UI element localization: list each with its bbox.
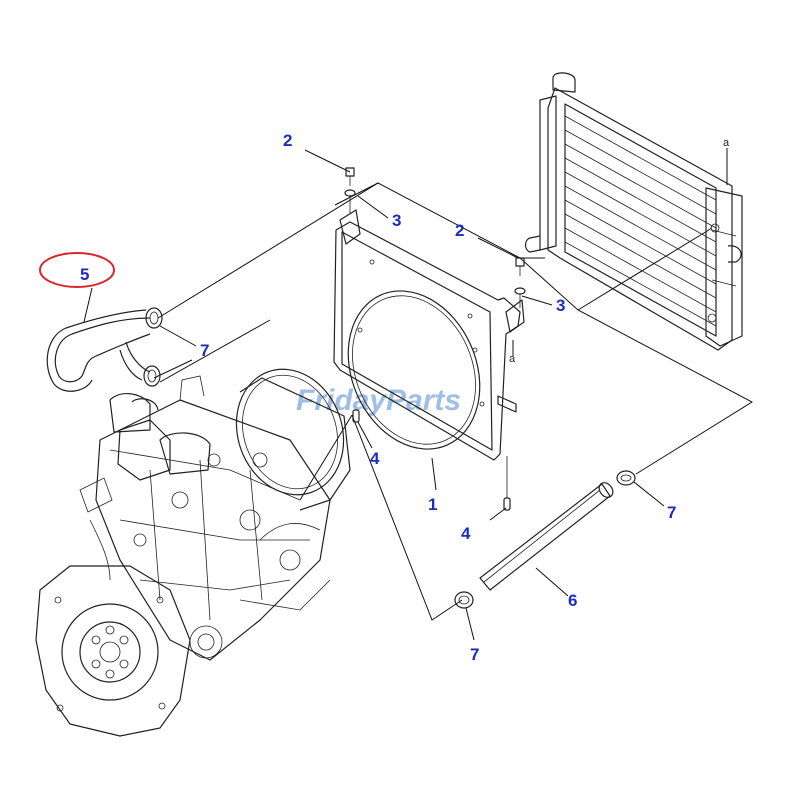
callout-1: 1	[428, 495, 437, 514]
clamp-upper	[145, 307, 163, 329]
pin-left	[352, 409, 360, 423]
clamp-lower	[454, 591, 474, 609]
clamp-middle	[143, 365, 161, 387]
callout-7-upper: 7	[200, 341, 209, 360]
fan-shroud	[333, 209, 525, 461]
callout-5: 5	[80, 265, 89, 284]
callout-6: 6	[568, 591, 577, 610]
upper-hose	[46, 309, 151, 392]
watermark-text: FridayParts	[296, 384, 461, 417]
engine	[35, 368, 351, 737]
washer-right	[514, 287, 526, 308]
callout-2-right: 2	[455, 221, 464, 240]
callout-4-bottom: 4	[461, 524, 471, 543]
callout-2-upper: 2	[283, 131, 292, 150]
pin-bottom	[503, 456, 511, 511]
callout-4-left: 4	[370, 449, 380, 468]
callout-3-right: 3	[556, 296, 565, 315]
callout-7-right: 7	[667, 503, 676, 522]
clamp-right	[616, 470, 636, 486]
callout-labels: 2 3 2 3 5 7 4 1 4 7 6 7	[80, 131, 676, 664]
radiator	[524, 72, 743, 351]
lower-hose	[479, 482, 614, 591]
assembly-lines	[83, 148, 754, 641]
reference-mark-a-shroud: a	[509, 353, 516, 365]
bolt-upper	[345, 167, 355, 186]
callout-3-upper: 3	[392, 211, 401, 230]
bolt-right	[515, 257, 525, 276]
reference-mark-a-radiator: a	[723, 137, 730, 149]
highlight-circle	[39, 252, 115, 288]
watermark: FridayParts	[296, 384, 461, 417]
washer-upper	[344, 189, 356, 214]
callout-7-lower: 7	[470, 645, 479, 664]
